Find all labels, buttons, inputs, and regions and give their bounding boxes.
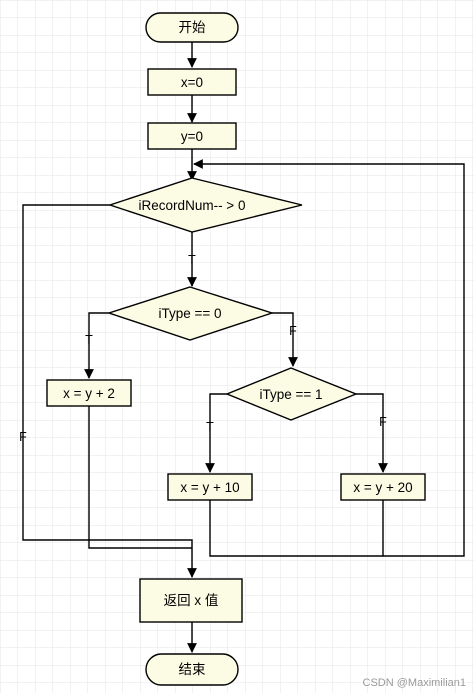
edge-labels: T F T F T F <box>19 253 387 444</box>
init-x-process-shape <box>147 68 237 96</box>
assign-20-label: x = y + 20 <box>353 480 412 495</box>
node-return[interactable]: 返回 x 值 <box>139 578 243 623</box>
node-itype-one[interactable]: iType == 1 <box>225 367 358 421</box>
node-loop-condition[interactable]: iRecordNum-- > 0 <box>107 177 303 233</box>
node-itype-zero[interactable]: iType == 0 <box>106 286 275 341</box>
loop-condition-label: iRecordNum-- > 0 <box>139 198 246 213</box>
node-assign-2[interactable]: x = y + 2 <box>46 379 132 407</box>
label-zero-true: T <box>85 333 93 347</box>
init-x-label: x=0 <box>181 75 203 90</box>
edge-loop-false <box>22 204 197 578</box>
edge-loop-back <box>193 159 465 557</box>
label-one-true: T <box>206 420 214 434</box>
edge-zero-true <box>84 312 109 379</box>
return-process-shape <box>139 578 243 623</box>
assign-2-process-shape <box>46 379 132 407</box>
watermark-text: CSDN @Maximilian1 <box>363 677 466 689</box>
edge-loop-back-bottom <box>209 500 384 557</box>
label-one-false: F <box>379 415 387 429</box>
node-end[interactable]: 结束 <box>145 653 239 686</box>
edge-one-true <box>205 393 227 473</box>
node-init-y[interactable]: y=0 <box>147 122 237 150</box>
edges <box>22 42 465 653</box>
end-terminal-shape <box>145 653 239 686</box>
start-label: 开始 <box>179 20 206 35</box>
itype-zero-label: iType == 0 <box>158 306 221 321</box>
edge-assign-2-merge <box>88 406 192 549</box>
init-y-process-shape <box>147 122 237 150</box>
itype-zero-decision-shape <box>106 286 275 341</box>
itype-one-decision-shape <box>225 367 358 421</box>
start-terminal-shape <box>145 12 239 43</box>
assign-2-label: x = y + 2 <box>63 386 115 401</box>
end-label: 结束 <box>179 662 206 677</box>
edge-zero-false <box>272 312 298 367</box>
assign-10-label: x = y + 10 <box>180 480 239 495</box>
init-y-label: y=0 <box>181 129 203 144</box>
label-loop-false: F <box>19 430 27 444</box>
node-init-x[interactable]: x=0 <box>147 68 237 96</box>
return-label: 返回 x 值 <box>164 593 219 608</box>
edge-one-false <box>356 393 388 473</box>
loop-condition-decision-shape <box>107 177 303 233</box>
node-assign-10[interactable]: x = y + 10 <box>167 473 253 501</box>
label-loop-true: T <box>188 253 196 267</box>
node-start[interactable]: 开始 <box>145 12 239 43</box>
assign-20-process-shape <box>340 473 426 501</box>
node-assign-20[interactable]: x = y + 20 <box>340 473 426 501</box>
itype-one-label: iType == 1 <box>259 387 322 402</box>
label-zero-false: F <box>289 324 297 338</box>
assign-10-process-shape <box>167 473 253 501</box>
